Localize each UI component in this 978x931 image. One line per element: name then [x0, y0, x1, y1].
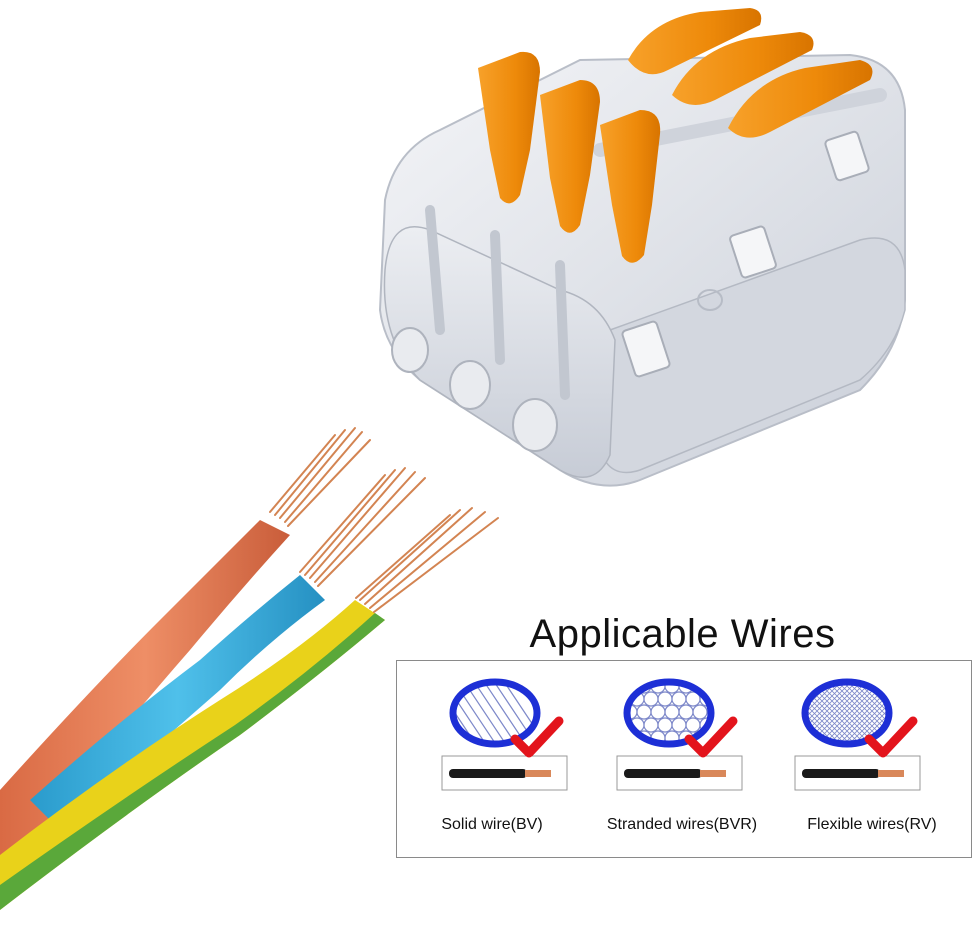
blue-wire: [30, 575, 325, 830]
lever-group-back: [628, 8, 873, 138]
wire-type-solid: Solid wire(BV): [397, 661, 587, 859]
wire-type-flexible: Flexible wires(RV): [777, 661, 967, 859]
check-icon: [864, 716, 918, 758]
ring-icon: [449, 678, 541, 748]
wire-type-stranded: Stranded wires(BVR): [587, 661, 777, 859]
check-icon: [684, 716, 738, 758]
check-icon: [510, 716, 564, 758]
wire-label-stranded: Stranded wires(BVR): [606, 816, 758, 833]
applicable-wires-title: Applicable Wires: [529, 612, 836, 656]
wire-label-flexible: Flexible wires(RV): [807, 816, 937, 833]
lever-group-front: [478, 51, 661, 263]
wires: [0, 427, 499, 910]
stranded-wire-diagram: [616, 678, 743, 791]
ring-icon: [801, 678, 893, 748]
ring-icon: [623, 678, 715, 748]
solid-wire-diagram: [441, 678, 568, 791]
wire-types-panel: Solid wire(BV) Stranded wires(BVR): [396, 660, 972, 858]
flexible-wire-diagram: [794, 678, 921, 791]
copper-strands: [269, 427, 499, 613]
wire-label-solid: Solid wire(BV): [441, 816, 543, 833]
